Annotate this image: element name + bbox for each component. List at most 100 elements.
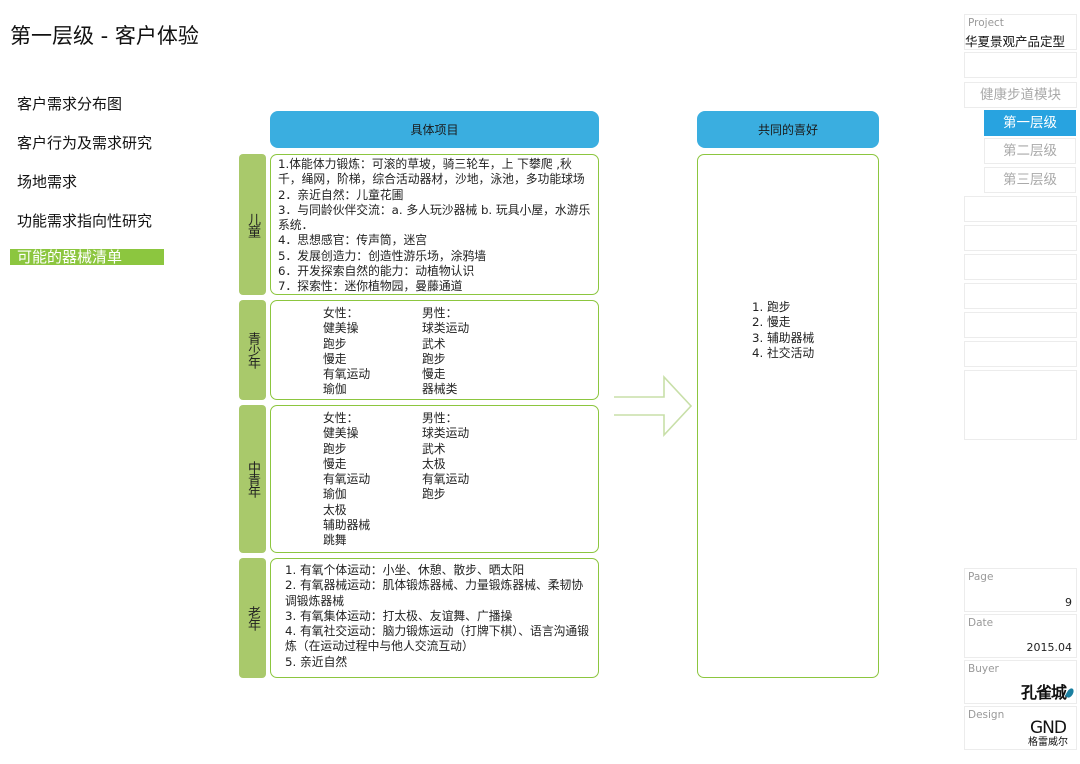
- design-logo-name: 格雷威尔: [1028, 737, 1068, 748]
- page-label: Page: [968, 571, 994, 583]
- list-item: 女性：: [323, 306, 359, 320]
- list-item: 4. 有氧社交运动：脑力锻炼运动（打牌下棋）、语言沟通锻炼（在运动过程中与他人交…: [285, 624, 590, 654]
- list-item: 瑜伽: [323, 487, 347, 502]
- list-item: 女性：: [323, 411, 359, 425]
- group-tab-middle-aged: 中青年: [239, 405, 266, 553]
- group-tab-label: 儿童: [245, 212, 260, 237]
- list-item: 瑜伽: [323, 382, 347, 397]
- sidebar-spacer: [964, 341, 1077, 367]
- list-item: 有氧运动: [323, 367, 371, 382]
- list-item: 太极: [323, 502, 347, 517]
- level-tab-first[interactable]: 第一层级: [984, 110, 1076, 136]
- design-logo: GND 格雷威尔: [1028, 719, 1068, 749]
- male-column: 男性： 球类运动 武术 跑步 慢走 器械类: [422, 306, 521, 399]
- page-block: Page 9: [964, 568, 1077, 612]
- design-logo-mark: GND: [1030, 718, 1067, 738]
- list-item: 2．亲近自然：儿童花圃: [278, 187, 404, 202]
- list-item: 慢走: [422, 367, 446, 382]
- list-item: 球类运动: [422, 321, 470, 336]
- buyer-block: Buyer 孔雀城: [964, 660, 1077, 704]
- sidebar-spacer: [964, 283, 1077, 309]
- sidebar-spacer: [964, 254, 1077, 280]
- project-label: Project: [968, 17, 1004, 29]
- list-item: 武术: [422, 441, 446, 456]
- female-column: 女性： 健美操 跑步 慢走 有氧运动 瑜伽 太极 辅助器械 跳舞: [323, 411, 422, 552]
- nav-item-behavior-research[interactable]: 客户行为及需求研究: [17, 134, 153, 152]
- header-common-preferences: 共同的喜好: [697, 111, 879, 148]
- list-item: 健美操: [323, 321, 359, 336]
- date-label: Date: [968, 617, 994, 629]
- list-item: 6．开发探索自然的能力：动植物认识: [278, 264, 475, 279]
- group-tab-children: 儿童: [239, 154, 266, 295]
- sidebar-spacer: [964, 196, 1077, 222]
- female-column: 女性： 健美操 跑步 慢走 有氧运动 瑜伽: [323, 306, 422, 399]
- list-item: 4．思想感官：传声筒，迷宫: [278, 233, 428, 248]
- common-preferences-box: 1. 跑步 2. 慢走 3. 辅助器械 4. 社交活动: [697, 154, 879, 678]
- group-box-middle-aged: 女性： 健美操 跑步 慢走 有氧运动 瑜伽 太极 辅助器械 跳舞 男性： 球类运…: [270, 405, 599, 553]
- list-item: 慢走: [323, 456, 347, 471]
- list-item: 1. 有氧个体运动：小坐、休憩、散步、晒太阳: [285, 563, 525, 577]
- header-specific-items: 具体项目: [270, 111, 599, 148]
- list-item: 4. 社交活动: [752, 345, 815, 360]
- list-item: 1.体能体力锻炼：可滚的草坡，骑三轮车，上 下攀爬 ,秋千，绳网，阶梯，综合活动…: [278, 157, 585, 187]
- list-item: 有氧运动: [422, 472, 470, 487]
- project-block: Project 华夏景观产品定型: [964, 14, 1077, 50]
- group-tab-label: 中青年: [245, 461, 260, 497]
- list-item: 慢走: [323, 351, 347, 366]
- date-value: 2015.04: [1026, 641, 1073, 654]
- sidebar-spacer: [964, 52, 1077, 78]
- feather-icon: [1064, 687, 1076, 699]
- list-item: 武术: [422, 336, 446, 351]
- list-item: 2. 慢走: [752, 315, 791, 330]
- date-block: Date 2015.04: [964, 614, 1077, 658]
- nav-item-site-demand[interactable]: 场地需求: [17, 173, 78, 191]
- group-box-children: 1.体能体力锻炼：可滚的草坡，骑三轮车，上 下攀爬 ,秋千，绳网，阶梯，综合活动…: [270, 154, 599, 295]
- list-item: 有氧运动: [323, 472, 371, 487]
- list-item: 5．发展创造力：创造性游乐场，涂鸦墙: [278, 248, 487, 263]
- list-item: 1. 跑步: [752, 300, 791, 314]
- page-number: 9: [1065, 596, 1072, 609]
- sidebar-spacer: [964, 370, 1077, 440]
- list-item: 5. 亲近自然: [285, 654, 348, 669]
- right-arrow-icon: [614, 375, 693, 437]
- buyer-logo: 孔雀城: [1020, 679, 1076, 703]
- left-nav: 客户需求分布图 客户行为及需求研究 场地需求 功能需求指向性研究 可能的器械清单: [10, 92, 170, 265]
- group-tab-teenagers: 青少年: [239, 300, 266, 400]
- male-column: 男性： 球类运动 武术 太极 有氧运动 跑步: [422, 411, 521, 552]
- list-item: 3. 辅助器械: [752, 330, 815, 345]
- design-block: Design GND 格雷威尔: [964, 706, 1077, 750]
- group-tab-elderly: 老年: [239, 558, 266, 678]
- group-tab-label: 老年: [245, 606, 260, 630]
- sidebar-spacer: [964, 312, 1077, 338]
- list-item: 跑步: [422, 487, 446, 502]
- nav-item-function-research[interactable]: 功能需求指向性研究: [17, 212, 153, 230]
- project-title: 华夏景观产品定型: [965, 34, 1066, 49]
- list-item: 男性：: [422, 306, 458, 320]
- sidebar-spacer: [964, 225, 1077, 251]
- group-box-elderly: 1. 有氧个体运动：小坐、休憩、散步、晒太阳 2. 有氧器械运动：肌体锻炼器械、…: [270, 558, 599, 678]
- list-item: 3. 有氧集体运动：打太极、友谊舞、广播操: [285, 608, 513, 623]
- module-label: 健康步道模块: [964, 82, 1077, 108]
- group-box-teenagers: 女性： 健美操 跑步 慢走 有氧运动 瑜伽 男性： 球类运动 武术 跑步 慢走 …: [270, 300, 599, 400]
- list-item: 男性：: [422, 411, 458, 425]
- list-item: 辅助器械: [323, 518, 371, 533]
- list-item: 跑步: [323, 336, 347, 351]
- group-tab-label: 青少年: [245, 332, 260, 368]
- buyer-logo-text: 孔雀城: [1020, 683, 1067, 702]
- list-item: 跑步: [323, 441, 347, 456]
- list-item: 跳舞: [323, 533, 347, 548]
- level-tab-second[interactable]: 第二层级: [984, 138, 1076, 164]
- list-item: 太极: [422, 456, 446, 471]
- list-item: 2. 有氧器械运动：肌体锻炼器械、力量锻炼器械、柔韧协调锻炼器械: [285, 578, 584, 608]
- list-item: 跑步: [422, 351, 446, 366]
- level-tab-third[interactable]: 第三层级: [984, 167, 1076, 193]
- list-item: 7．探索性：迷你植物园，曼藤通道: [278, 279, 463, 294]
- buyer-label: Buyer: [968, 663, 999, 675]
- page-title: 第一层级 - 客户体验: [10, 24, 199, 48]
- list-item: 健美操: [323, 426, 359, 441]
- nav-item-demand-distribution[interactable]: 客户需求分布图: [17, 95, 123, 113]
- list-item: 器械类: [422, 382, 458, 397]
- design-label: Design: [968, 709, 1005, 721]
- list-item: 3．与同龄伙伴交流：a. 多人玩沙器械 b. 玩具小屋，水游乐系统．: [278, 202, 591, 233]
- nav-item-equipment-list[interactable]: 可能的器械清单: [10, 249, 164, 265]
